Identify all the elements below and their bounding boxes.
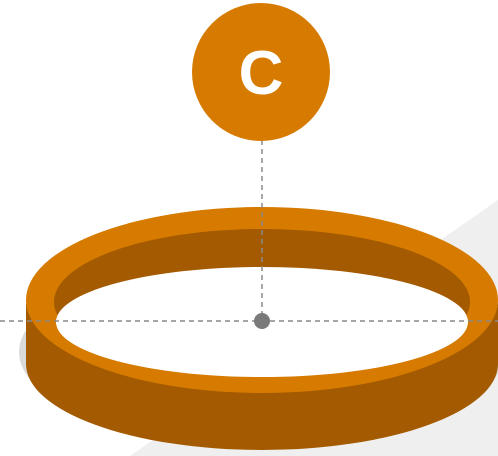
- center-point: [254, 313, 270, 329]
- marker-label: C: [239, 39, 284, 108]
